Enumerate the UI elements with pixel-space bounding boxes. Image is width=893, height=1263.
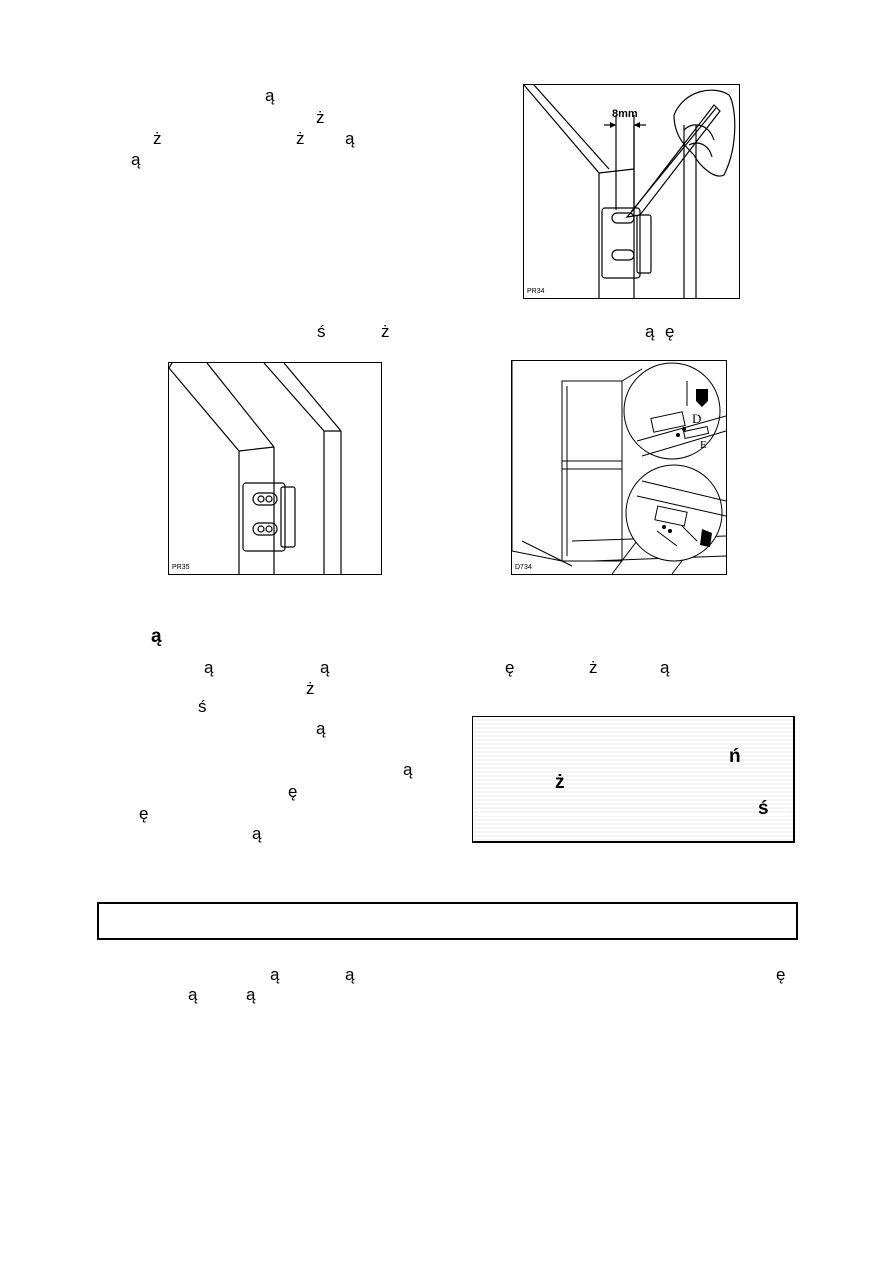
text-fragment: ą [204, 658, 214, 677]
figure-code: D734 [515, 564, 532, 571]
text-fragment: ż [316, 108, 325, 127]
figure-pr34: 8mm PR34 [523, 84, 740, 299]
figure-pr35: PR35 [168, 362, 382, 575]
text-fragment: ą [345, 129, 355, 148]
text-fragment: ę [776, 965, 786, 984]
dimension-label: 8mm [612, 108, 638, 120]
text-fragment: ś [198, 697, 207, 716]
note-divider [477, 815, 789, 816]
label-d: D [692, 411, 701, 426]
section-heading-fragment: ą [151, 626, 162, 647]
text-fragment: ą [188, 985, 198, 1004]
label-e: E [700, 439, 707, 451]
section-title-box [97, 902, 798, 940]
text-fragment: ą [252, 824, 262, 843]
note-text-fragment: ń [729, 746, 741, 767]
text-fragment: ą [246, 985, 256, 1004]
text-fragment: ż [381, 322, 390, 341]
note-text-fragment: ż [555, 772, 565, 793]
text-fragment: ą [645, 322, 655, 341]
text-fragment: ą [270, 965, 280, 984]
text-fragment: ę [665, 322, 675, 341]
text-fragment: ą [345, 965, 355, 984]
figure-code: PR35 [172, 564, 190, 571]
text-fragment: ż [306, 679, 315, 698]
d734-illustration: D E [512, 361, 726, 574]
text-fragment: ą [660, 658, 670, 677]
pr35-illustration [169, 363, 342, 574]
text-fragment: ę [505, 658, 515, 677]
text-fragment: ą [403, 760, 413, 779]
important-note-box: ń ż ś [472, 716, 795, 843]
text-fragment: ą [131, 150, 141, 169]
text-fragment: ę [288, 782, 298, 801]
text-fragment: ę [139, 804, 149, 823]
text-fragment: ż [589, 658, 598, 677]
text-fragment: ą [316, 719, 326, 738]
text-fragment: ą [320, 658, 330, 677]
note-text-fragment: ś [758, 798, 769, 819]
text-fragment: ś [317, 322, 326, 341]
text-fragment: ż [153, 129, 162, 148]
pr34-illustration: 8mm [524, 85, 736, 298]
text-fragment: ż [296, 129, 305, 148]
figure-code: PR34 [527, 288, 545, 295]
text-fragment: ą [265, 86, 275, 105]
figure-d734: D E D734 [511, 360, 727, 575]
